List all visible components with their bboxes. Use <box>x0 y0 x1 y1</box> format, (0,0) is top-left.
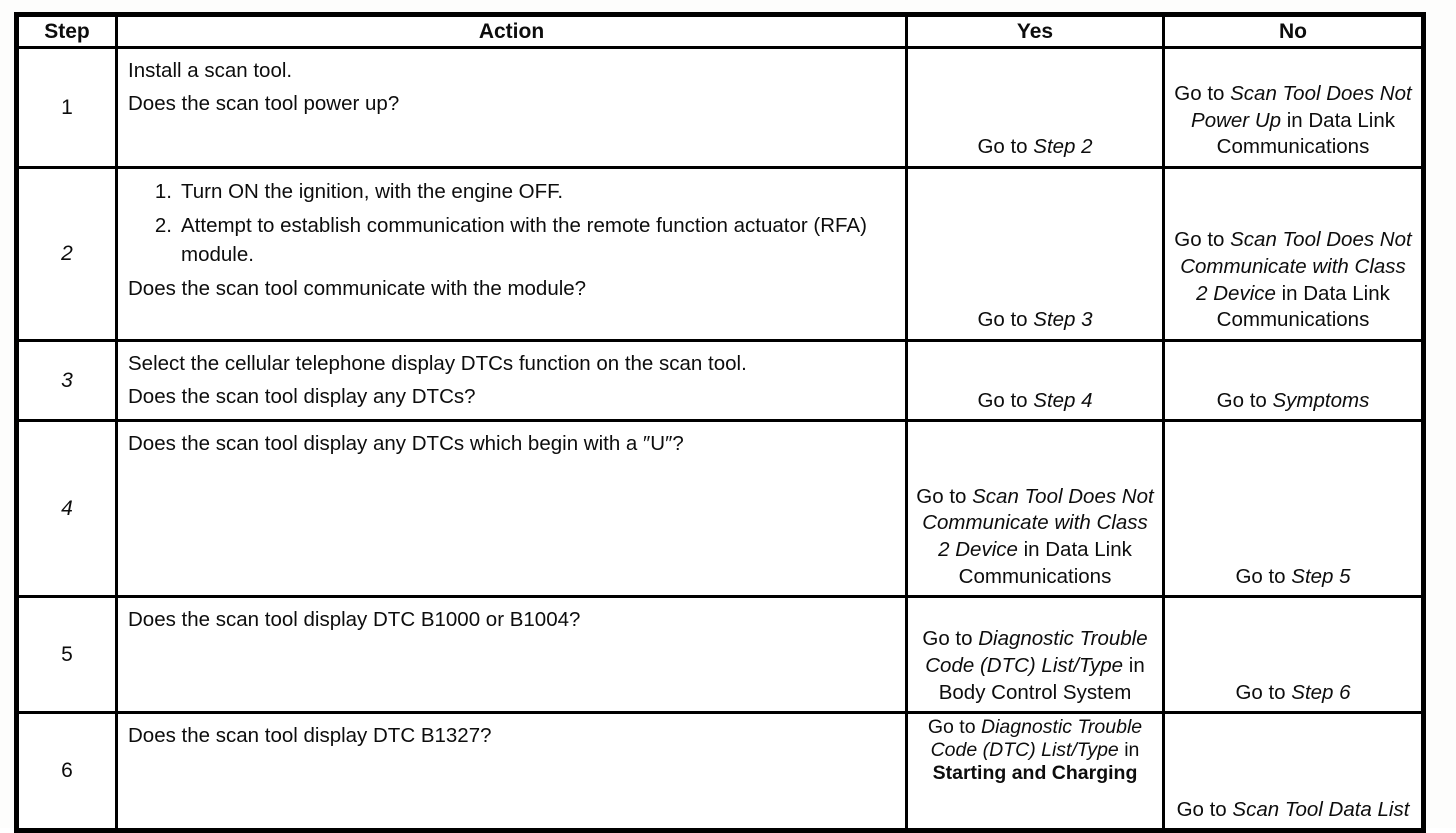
text-segment: Step 5 <box>1291 564 1351 588</box>
text-segment: Go to <box>1235 564 1292 588</box>
text-segment: in Body Control System <box>938 653 1145 704</box>
list-number: 1. <box>154 180 172 203</box>
action-list-item: 2. Attempt to establish communication wit… <box>128 211 895 269</box>
text-segment: 3 <box>61 368 73 392</box>
text-segment: Step 3 <box>1033 308 1093 332</box>
no-cell: Go to Step 6 <box>1162 595 1425 715</box>
text-segment: Attempt to establish communication with … <box>181 214 867 267</box>
table-row: 3 Select the cellular telephone display … <box>15 338 1425 423</box>
text-segment: Diagnostic Trouble Code (DTC) List/Type <box>930 716 1143 762</box>
text-segment: in Data Link Communications <box>1216 108 1395 159</box>
no-cell: Go to Scan Tool Does Not Power Up in Dat… <box>1162 46 1425 169</box>
step-number: 1 <box>15 46 118 169</box>
table-row: 1 Install a scan tool. Does the scan tool… <box>15 46 1425 169</box>
action-line: Does the scan tool display DTC B1000 or … <box>128 608 581 632</box>
step-number: 5 <box>15 595 118 715</box>
text-segment: Turn ON the ignition, with the engine OF… <box>181 180 564 203</box>
text-segment: in <box>1118 739 1140 762</box>
no-cell: Go to Scan Tool Does Not Communicate wit… <box>1162 166 1425 342</box>
text-segment: 5 <box>61 642 73 666</box>
text-segment: 1 <box>61 95 73 119</box>
no-cell: Go to Scan Tool Data List <box>1162 711 1425 833</box>
no-cell: Go to Step 5 <box>1162 419 1425 599</box>
text-segment: Go to <box>1174 228 1231 252</box>
action-line: Does the scan tool display any DTCs? <box>128 385 476 409</box>
text-segment: Step 6 <box>1291 680 1351 704</box>
text-segment: Diagnostic Trouble Code (DTC) List/Type <box>925 627 1148 677</box>
list-number: 2. <box>154 214 172 238</box>
text-segment: Step 4 <box>1033 388 1093 412</box>
text-segment: 4 <box>61 496 73 520</box>
action-cell: Select the cellular telephone display DT… <box>115 338 908 423</box>
no-cell: Go to Symptoms <box>1162 338 1425 423</box>
column-header-action: Action <box>115 13 908 49</box>
action-line: Install a scan tool. <box>128 59 293 82</box>
text-segment: Starting and Charging <box>932 762 1138 785</box>
action-cell: Does the scan tool display DTC B1000 or … <box>115 595 908 715</box>
column-header-yes: Yes <box>905 13 1165 49</box>
action-cell: 1. Turn ON the ignition, with the engine … <box>115 166 908 342</box>
text-segment: Scan Tool Data List <box>1232 797 1410 821</box>
action-line: Select the cellular telephone display DT… <box>128 352 747 375</box>
text-segment: Go to <box>1174 82 1231 106</box>
text-segment: Scan Tool Does Not Communicate with Clas… <box>1180 228 1412 305</box>
step-number: 4 <box>15 419 118 599</box>
text-segment: Go to <box>1235 680 1292 704</box>
action-cell: Install a scan tool. Does the scan tool p… <box>115 46 908 169</box>
table-header-row: Step Action Yes No <box>15 13 1425 49</box>
diagnostic-table: Step Action Yes No 1 Install a scan tool… <box>14 12 1426 833</box>
text-segment: in Data Link Communications <box>958 537 1132 588</box>
text-segment: 6 <box>61 759 73 783</box>
text-segment: Go to <box>916 484 973 508</box>
table-row: 2 1. Turn ON the ignition, with the engin… <box>15 166 1425 342</box>
text-segment: Go to <box>922 627 979 651</box>
text-segment: Scan Tool Does Not Power Up <box>1191 82 1412 132</box>
action-line: Does the scan tool display DTC B1327? <box>128 724 492 748</box>
text-segment: Go to <box>1176 797 1233 821</box>
text-segment: Go to <box>1216 388 1273 412</box>
yes-cell: Go to Step 3 <box>905 166 1165 342</box>
step-number: 3 <box>15 338 118 423</box>
text-segment: Go to <box>977 135 1034 159</box>
text-segment: Symptoms <box>1272 388 1370 412</box>
action-line: Does the scan tool display any DTCs whic… <box>128 432 684 456</box>
table-row: 6 Does the scan tool display DTC B1327? … <box>15 711 1425 833</box>
text-segment: Go to <box>977 388 1034 412</box>
text-segment: in Data Link Communications <box>1216 281 1390 332</box>
yes-cell: Go to Scan Tool Does Not Communicate wit… <box>905 419 1165 599</box>
action-cell: Does the scan tool display DTC B1327? <box>115 711 908 833</box>
column-header-step: Step <box>15 13 118 49</box>
text-segment: 2 <box>61 242 73 265</box>
yes-cell: Go to Step 4 <box>905 338 1165 423</box>
text-segment: Go to <box>927 716 981 739</box>
text-segment: Go to <box>977 308 1034 332</box>
action-line: Does the scan tool power up? <box>128 92 400 116</box>
text-segment: Scan Tool Does Not Communicate with Clas… <box>922 484 1154 561</box>
yes-cell: Go to Diagnostic Trouble Code (DTC) List… <box>905 595 1165 715</box>
step-number: 6 <box>15 711 118 833</box>
step-number: 2 <box>15 166 118 342</box>
yes-cell: Go to Step 2 <box>905 46 1165 169</box>
action-cell: Does the scan tool display any DTCs whic… <box>115 419 908 599</box>
column-header-no: No <box>1162 13 1425 49</box>
yes-cell: Go to Diagnostic Trouble Code (DTC) List… <box>905 711 1165 833</box>
action-list-item: 1. Turn ON the ignition, with the engine … <box>128 177 895 206</box>
action-line: Does the scan tool communicate with the … <box>128 277 587 301</box>
table-row: 5 Does the scan tool display DTC B1000 o… <box>15 595 1425 715</box>
text-segment: Step 2 <box>1033 135 1093 159</box>
table-row: 4 Does the scan tool display any DTCs wh… <box>15 419 1425 599</box>
